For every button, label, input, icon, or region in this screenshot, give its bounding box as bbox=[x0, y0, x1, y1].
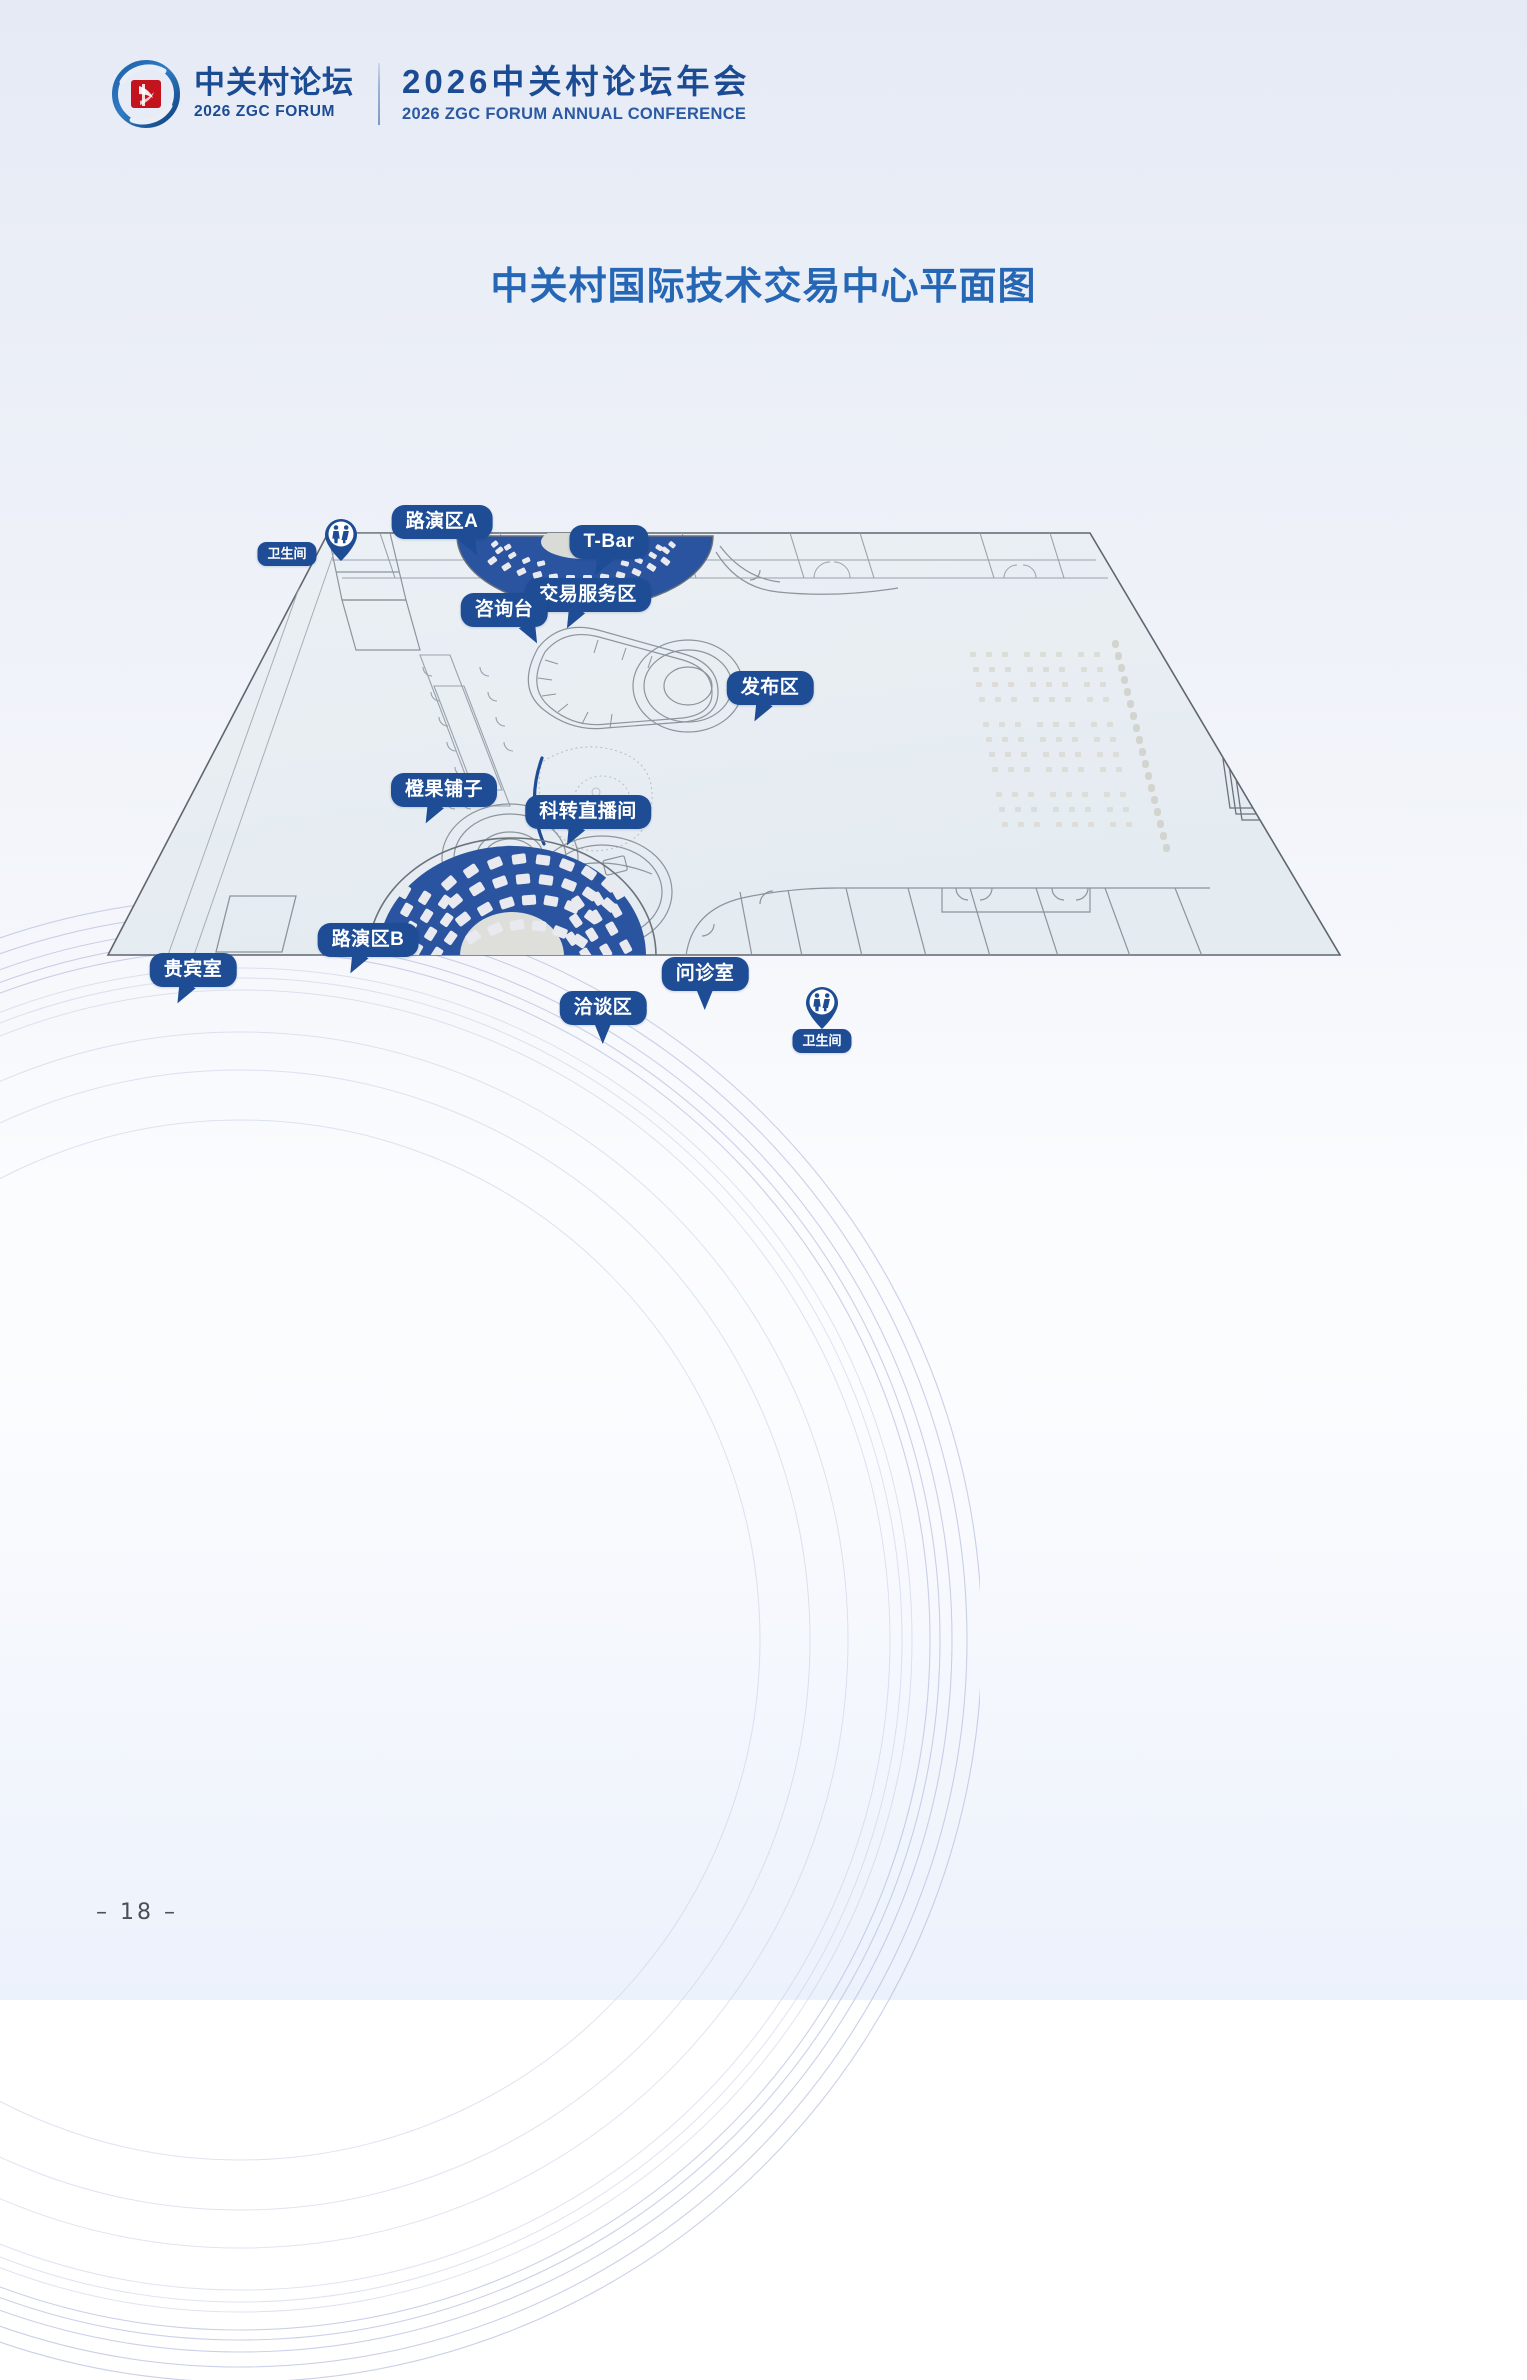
map-label-pointer bbox=[518, 619, 546, 648]
map-label-text: 咨询台 bbox=[474, 599, 534, 620]
floorplan-label-layer: 路演区A T-Bar 交易服务区咨询台发布区橙果铺子科转直播间路演区B 贵宾室洽谈区 问… bbox=[90, 500, 1410, 1150]
release-area-seating bbox=[970, 652, 1132, 827]
map-label-pointer bbox=[695, 988, 714, 1010]
map-label-info-desk[interactable]: 咨询台 bbox=[460, 593, 548, 648]
map-label-consult-room[interactable]: 问诊室 bbox=[661, 957, 749, 1010]
southeast-rooms bbox=[685, 887, 1210, 955]
logo-wordmark-cn: 中关村论坛 bbox=[194, 65, 354, 101]
map-label-release-area[interactable]: 发布区 bbox=[726, 671, 814, 726]
map-label-text: 问诊室 bbox=[675, 963, 735, 984]
release-area-aisle-markers bbox=[1112, 640, 1170, 852]
restroom-pin-icon bbox=[324, 518, 358, 562]
map-label-pointer bbox=[342, 949, 369, 978]
map-label-negotiation[interactable]: 洽谈区 bbox=[559, 991, 647, 1044]
map-label-roadshow-a[interactable]: 路演区A bbox=[391, 505, 493, 560]
brand-header: 中关村论坛 2026 ZGC FORUM 2026中关村论坛年会 2026 ZG… bbox=[112, 60, 750, 128]
map-label-pointer bbox=[558, 821, 585, 850]
map-label-text: 卫生间 bbox=[802, 1033, 842, 1048]
page-number: – 18 – bbox=[96, 1900, 178, 1925]
map-label-pointer bbox=[593, 1022, 612, 1044]
map-label-text: 橙果铺子 bbox=[404, 779, 484, 800]
map-label-restroom-south[interactable]: 卫生间 bbox=[792, 1029, 852, 1053]
map-label-text: 贵宾室 bbox=[163, 959, 223, 980]
floor-slab bbox=[106, 532, 1342, 956]
map-label-text: 路演区A bbox=[405, 511, 479, 532]
map-label-text: 洽谈区 bbox=[573, 997, 633, 1018]
restroom-pin-icon bbox=[805, 986, 839, 1030]
map-label-live-studio[interactable]: 科转直播间 bbox=[525, 795, 651, 850]
map-label-text: 交易服务区 bbox=[539, 584, 637, 605]
map-label-chengguo-shop[interactable]: 橙果铺子 bbox=[390, 773, 498, 828]
map-label-trade-service[interactable]: 交易服务区 bbox=[525, 578, 651, 633]
header-divider bbox=[378, 63, 380, 125]
map-label-restroom-north[interactable]: 卫生间 bbox=[257, 542, 317, 566]
map-label-vip-room[interactable]: 贵宾室 bbox=[149, 953, 237, 1008]
map-label-pointer bbox=[746, 697, 774, 726]
west-long-tables bbox=[419, 654, 514, 810]
west-corridor-lines bbox=[167, 534, 341, 955]
northwest-rooms bbox=[327, 533, 421, 651]
map-label-text: 科转直播间 bbox=[539, 801, 637, 822]
map-label-text: 发布区 bbox=[740, 677, 800, 698]
map-label-pointer bbox=[459, 531, 486, 560]
map-label-pointer bbox=[558, 604, 585, 633]
conference-title-cn: 2026中关村论坛年会 bbox=[402, 63, 751, 101]
map-label-text: T-Bar bbox=[583, 531, 635, 552]
map-label-pointer bbox=[587, 551, 614, 580]
map-label-text: 路演区B bbox=[331, 929, 405, 950]
t-bar-counter bbox=[715, 545, 899, 595]
floorplan: 路演区A T-Bar 交易服务区咨询台发布区橙果铺子科转直播间路演区B 贵宾室洽谈区 问… bbox=[90, 500, 1410, 1150]
vip-room bbox=[215, 895, 297, 953]
north-door-swings bbox=[813, 561, 1037, 579]
roadshow-area-b-stage bbox=[367, 837, 657, 955]
map-label-t-bar[interactable]: T-Bar bbox=[569, 525, 649, 580]
conference-title-en: 2026 ZGC FORUM ANNUAL CONFERENCE bbox=[402, 104, 747, 123]
zgc-forum-logo-icon bbox=[112, 60, 180, 128]
map-label-pointer bbox=[417, 799, 444, 828]
map-label-roadshow-b[interactable]: 路演区B bbox=[317, 923, 419, 978]
map-label-pointer bbox=[169, 979, 197, 1008]
map-label-text: 卫生间 bbox=[267, 546, 307, 561]
page-title: 中关村国际技术交易中心平面图 bbox=[490, 266, 1037, 308]
logo-wordmark-en: 2026 ZGC FORUM bbox=[194, 102, 336, 120]
